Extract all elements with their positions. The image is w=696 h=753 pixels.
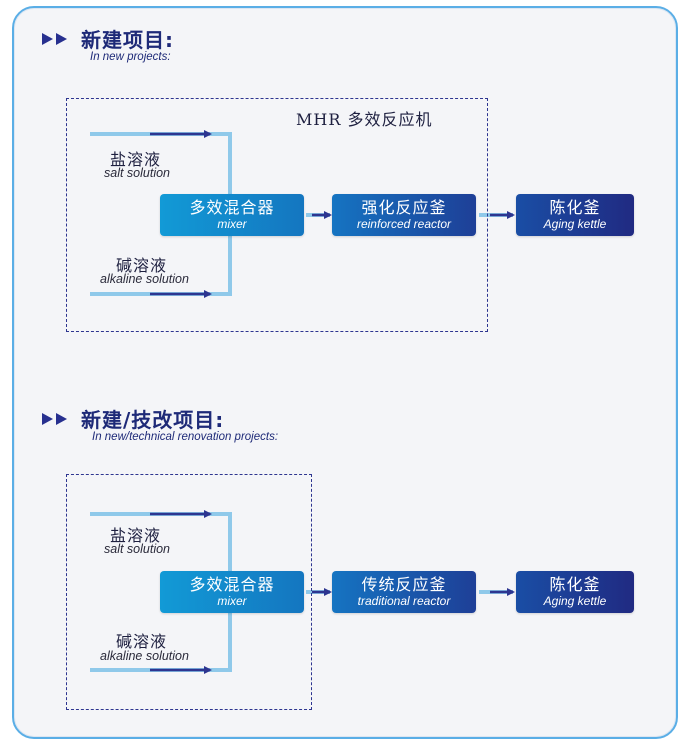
reactor-zh: 强化反应釜	[361, 198, 447, 217]
double-triangle-icon	[56, 412, 67, 425]
mixer-box-2	[66, 474, 312, 710]
input-salt-en: salt solution	[104, 166, 171, 180]
input-alkaline-zh: 碱溶液	[116, 256, 168, 275]
input-alkaline-en: alkaline solution	[100, 272, 189, 286]
input-alkaline-zh-2: 碱溶液	[116, 632, 168, 651]
section-1-subheading: In new projects:	[90, 51, 171, 63]
input-alkaline-en-2: alkaline solution	[100, 649, 189, 663]
section-2-heading-text: 新建/技改项目:	[81, 408, 225, 432]
reinforced-reactor-node: 强化反应釜 reinforced reactor	[332, 194, 476, 236]
panel-frame	[12, 6, 678, 739]
aging-kettle-node-1: 陈化釜 Aging kettle	[516, 194, 634, 236]
kettle-zh-2: 陈化釜	[549, 575, 601, 594]
mixer-node-1: 多效混合器 mixer	[160, 194, 304, 236]
input-salt-zh: 盐溶液	[110, 150, 162, 169]
kettle-zh: 陈化釜	[549, 198, 601, 217]
double-triangle-icon	[42, 412, 53, 425]
input-salt-en-2: salt solution	[104, 542, 171, 556]
kettle-en: Aging kettle	[543, 217, 607, 231]
mixer-zh-2: 多效混合器	[189, 575, 275, 594]
mhr-reactor-box	[66, 98, 488, 332]
kettle-en-2: Aging kettle	[543, 594, 607, 608]
mixer-en-2: mixer	[217, 594, 247, 608]
mhr-box-label: MHR 多效反应机	[296, 110, 433, 129]
double-triangle-icon	[56, 32, 67, 45]
section-1-heading-text: 新建项目:	[81, 28, 174, 52]
reactor-zh-2: 传统反应釜	[361, 575, 447, 594]
section-1-heading: 新建项目:	[42, 24, 174, 53]
mixer-node-2: 多效混合器 mixer	[160, 571, 304, 613]
section-2-subheading: In new/technical renovation projects:	[92, 431, 279, 443]
reactor-en-2: traditional reactor	[357, 594, 451, 608]
aging-kettle-node-2: 陈化釜 Aging kettle	[516, 571, 634, 613]
input-salt-zh-2: 盐溶液	[110, 526, 162, 545]
traditional-reactor-node: 传统反应釜 traditional reactor	[332, 571, 476, 613]
double-triangle-icon	[42, 32, 53, 45]
mixer-zh: 多效混合器	[189, 198, 275, 217]
section-2-heading: 新建/技改项目:	[42, 404, 224, 433]
reactor-en: reinforced reactor	[356, 217, 452, 231]
mixer-en: mixer	[217, 217, 247, 231]
